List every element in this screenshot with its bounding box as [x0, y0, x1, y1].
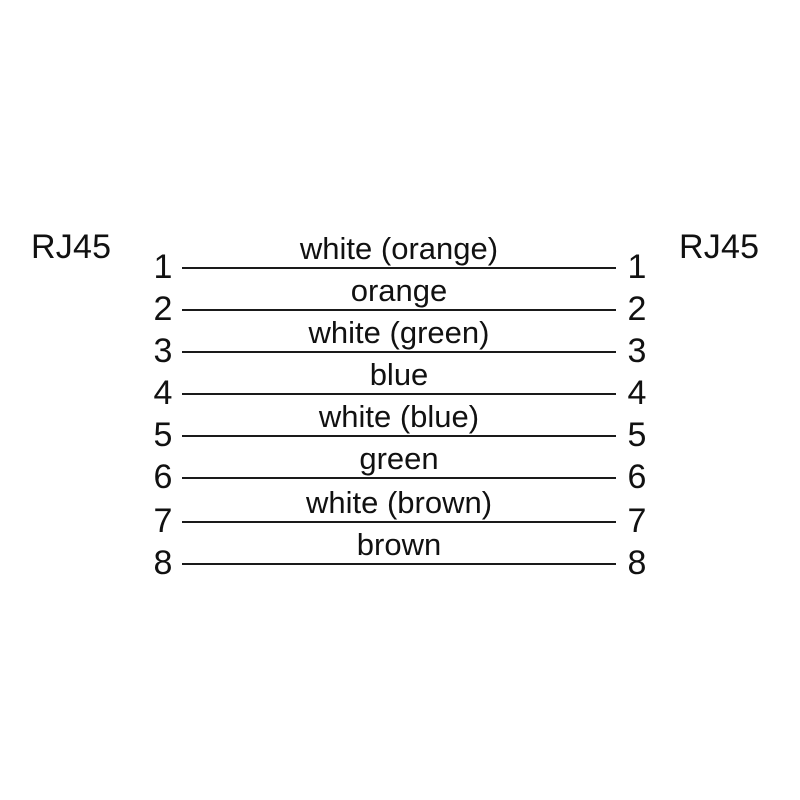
wire-line — [182, 435, 616, 437]
left-pin-number: 2 — [153, 290, 173, 328]
left-pin-number: 1 — [153, 248, 173, 286]
wire-color-label: blue — [369, 357, 429, 392]
wire-line — [182, 477, 616, 479]
wire-color-label: brown — [356, 527, 442, 562]
left-connector-label: RJ45 — [31, 228, 112, 266]
left-pin-number: 4 — [153, 374, 173, 412]
right-pin-number: 1 — [627, 248, 647, 286]
left-pin-number: 6 — [153, 458, 173, 496]
right-pin-number: 7 — [627, 502, 647, 540]
wire-line — [182, 563, 616, 565]
wire-line — [182, 309, 616, 311]
right-pin-number: 6 — [627, 458, 647, 496]
left-pin-number: 3 — [153, 332, 173, 370]
wire-color-label: green — [359, 441, 439, 476]
wire-color-label: white (green) — [308, 315, 490, 350]
wire-line — [182, 351, 616, 353]
wire-color-label: white (brown) — [305, 485, 493, 520]
left-pin-number: 5 — [153, 416, 173, 454]
right-pin-number: 8 — [627, 544, 647, 582]
right-connector-label: RJ45 — [679, 228, 760, 266]
wire-line — [182, 267, 616, 269]
right-pin-number: 3 — [627, 332, 647, 370]
wire-color-label: white (blue) — [318, 399, 480, 434]
right-pin-number: 4 — [627, 374, 647, 412]
wire-color-label: orange — [350, 273, 448, 308]
wire-line — [182, 393, 616, 395]
left-pin-number: 7 — [153, 502, 173, 540]
left-pin-number: 8 — [153, 544, 173, 582]
right-pin-number: 5 — [627, 416, 647, 454]
wire-color-label: white (orange) — [299, 231, 499, 266]
right-pin-number: 2 — [627, 290, 647, 328]
wire-line — [182, 521, 616, 523]
